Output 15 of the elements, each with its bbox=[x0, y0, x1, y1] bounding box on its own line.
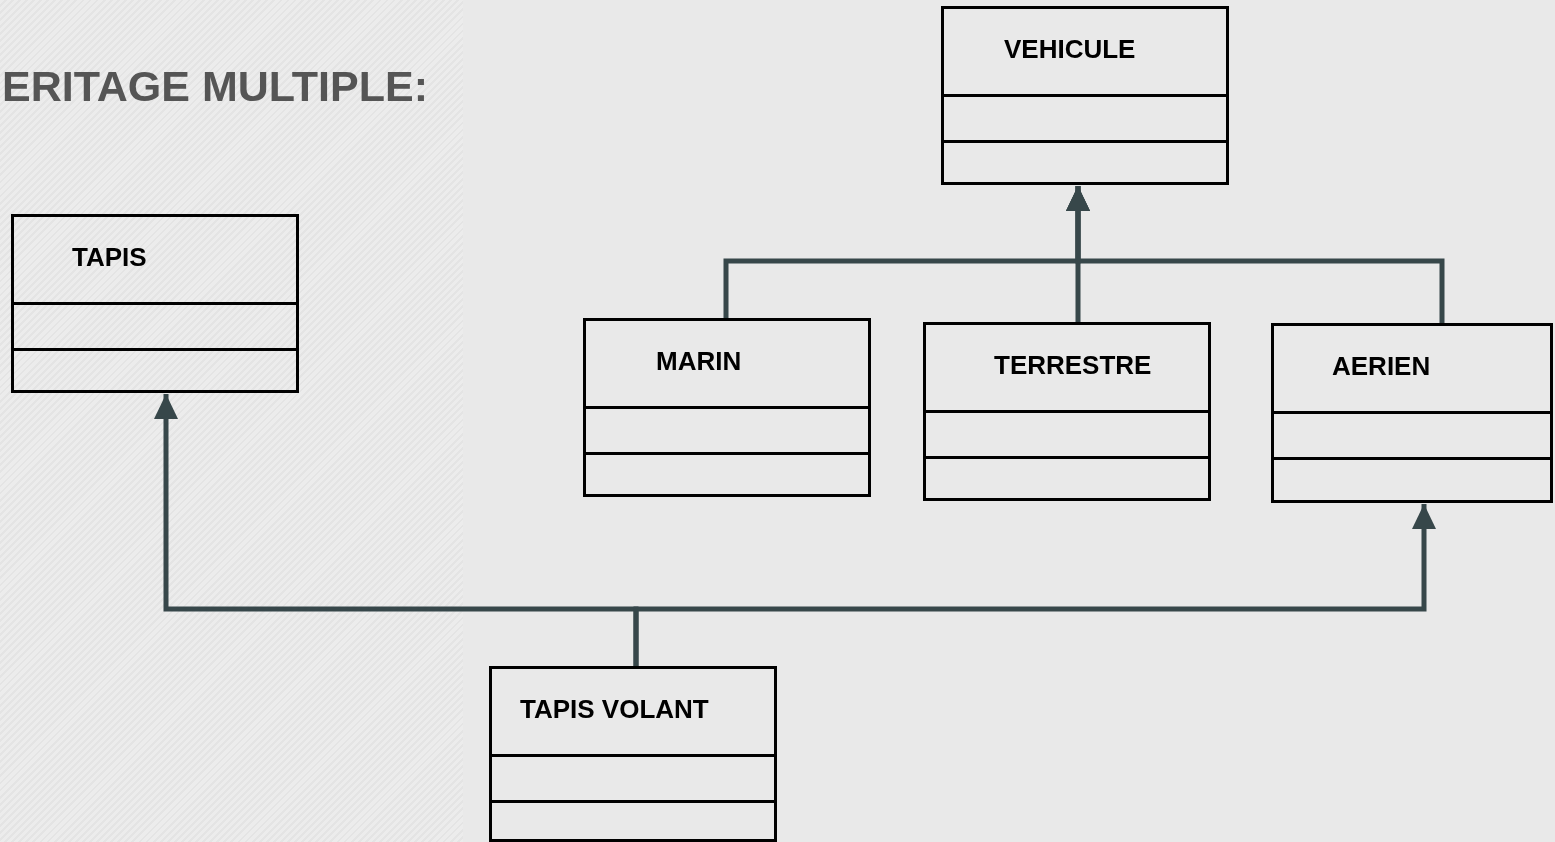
inheritance-arrow bbox=[633, 504, 1436, 666]
class-box bbox=[583, 318, 871, 497]
class-name: MARIN bbox=[656, 346, 742, 377]
class-box bbox=[941, 6, 1229, 185]
class-name: TAPIS bbox=[72, 242, 147, 273]
class-box bbox=[1271, 323, 1553, 503]
diagram-title: ERITAGE MULTIPLE: bbox=[2, 62, 428, 111]
class-name: TERRESTRE bbox=[994, 350, 1152, 381]
class-name: VEHICULE bbox=[1004, 34, 1136, 65]
class-box bbox=[11, 214, 299, 393]
class-box bbox=[923, 322, 1211, 501]
inheritance-arrow bbox=[1066, 186, 1445, 323]
class-name: AERIEN bbox=[1332, 351, 1431, 382]
class-box bbox=[489, 666, 777, 842]
class-name: TAPIS VOLANT bbox=[520, 694, 709, 725]
